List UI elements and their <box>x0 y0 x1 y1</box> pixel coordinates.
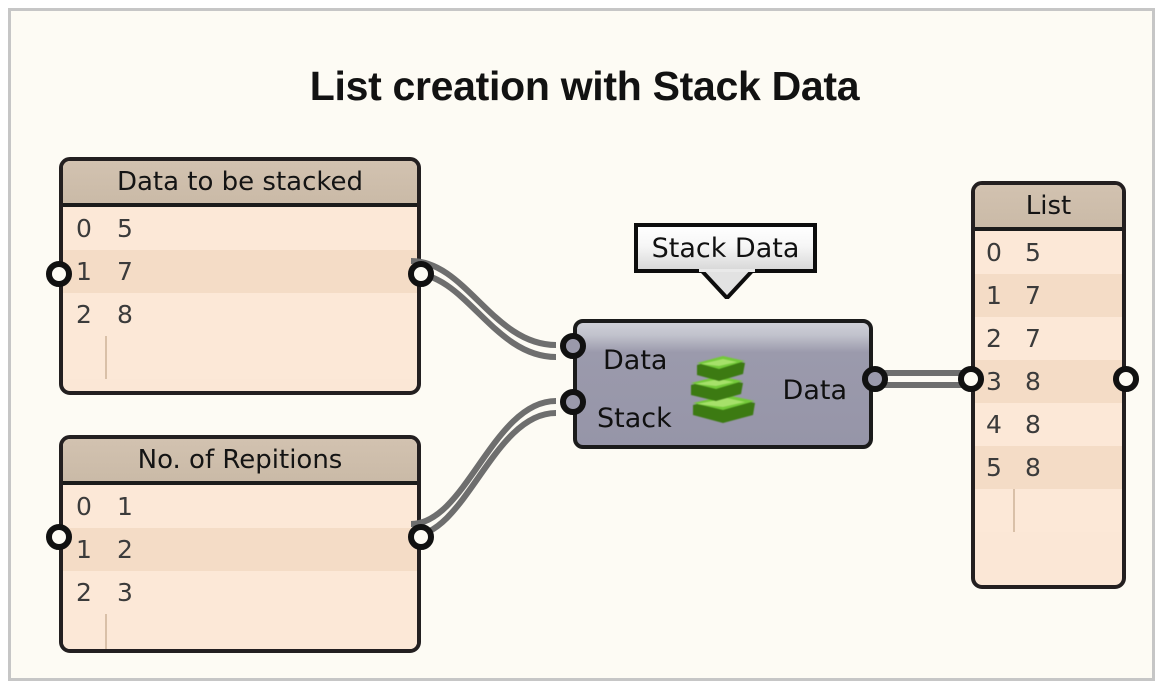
row-value: 8 <box>1025 410 1041 439</box>
row-value: 1 <box>117 492 133 521</box>
watch-panel-list[interactable]: List 0 5 1 7 2 7 3 8 <box>971 181 1126 589</box>
row-index: 5 <box>986 453 1002 482</box>
row-value: 8 <box>1025 453 1041 482</box>
row-value: 8 <box>1025 367 1041 396</box>
node-input-port-label-data: Data <box>603 345 668 376</box>
port-output-repetitions-panel[interactable] <box>408 524 434 550</box>
page-title: List creation with Stack Data <box>309 63 860 109</box>
table-row: 2 3 <box>63 571 417 614</box>
row-value: 5 <box>1025 238 1041 267</box>
watch-panel-data-to-be-stacked[interactable]: Data to be stacked 0 5 1 7 2 8 <box>59 157 421 395</box>
panel-title: No. of Repitions <box>137 445 343 475</box>
panel-title: List <box>1025 191 1072 221</box>
row-value: 3 <box>117 578 133 607</box>
port-output-data-panel[interactable] <box>408 261 434 287</box>
row-index: 1 <box>76 257 92 286</box>
row-value: 7 <box>1025 324 1041 353</box>
port-input-data-panel[interactable] <box>46 261 72 287</box>
row-value: 2 <box>117 535 133 564</box>
row-index: 2 <box>986 324 1002 353</box>
row-value: 8 <box>117 300 133 329</box>
row-index: 3 <box>986 367 1002 396</box>
table-row-empty <box>63 614 417 649</box>
table-row: 1 7 <box>975 274 1122 317</box>
port-output-list-panel[interactable] <box>1113 366 1139 392</box>
panel-title: Data to be stacked <box>116 167 364 197</box>
port-input-list-panel[interactable] <box>958 366 984 392</box>
row-index: 4 <box>986 410 1002 439</box>
table-row-empty <box>975 489 1122 532</box>
table-row: 5 8 <box>975 446 1122 489</box>
row-index: 2 <box>76 300 92 329</box>
table-row: 1 7 <box>63 250 417 293</box>
row-index: 1 <box>76 535 92 564</box>
row-value: 7 <box>1025 281 1041 310</box>
port-input-repetitions-panel[interactable] <box>46 524 72 550</box>
row-value: 7 <box>117 257 133 286</box>
row-index: 2 <box>76 578 92 607</box>
table-row: 2 8 <box>63 293 417 336</box>
table-row: 1 2 <box>63 528 417 571</box>
table-row: 0 1 <box>63 485 417 528</box>
node-output-port-label-data: Data <box>782 375 847 406</box>
panel-header: List <box>975 185 1122 231</box>
table-row: 0 5 <box>63 207 417 250</box>
port-node-output-data[interactable] <box>862 366 888 392</box>
port-node-input-stack[interactable] <box>560 389 586 415</box>
watch-panel-no-of-repitions[interactable]: No. of Repitions 0 1 1 2 2 3 <box>59 435 421 653</box>
node-stack-data[interactable]: Data Stack Data <box>573 319 873 449</box>
table-row-empty <box>63 336 417 379</box>
row-index: 0 <box>986 238 1002 267</box>
panel-body: 0 1 1 2 2 3 <box>63 485 417 649</box>
node-input-port-label-stack: Stack <box>597 403 672 434</box>
panel-body: 0 5 1 7 2 8 <box>63 207 417 379</box>
row-value: 5 <box>117 214 133 243</box>
diagram-canvas: List creation with Stack Data Data to be… <box>8 8 1155 681</box>
table-row: 3 8 <box>975 360 1122 403</box>
row-index: 0 <box>76 214 92 243</box>
panel-body: 0 5 1 7 2 7 3 8 4 8 <box>975 231 1122 532</box>
table-row: 4 8 <box>975 403 1122 446</box>
tooltip-stack-data: Stack Data <box>634 223 817 273</box>
tooltip-pointer-icon <box>699 269 755 299</box>
port-node-input-data[interactable] <box>560 333 586 359</box>
table-row: 0 5 <box>975 231 1122 274</box>
table-row: 2 7 <box>975 317 1122 360</box>
panel-header: No. of Repitions <box>63 439 417 485</box>
tooltip-label: Stack Data <box>651 232 800 264</box>
row-index: 1 <box>986 281 1002 310</box>
panel-header: Data to be stacked <box>63 161 417 207</box>
stacked-layers-icon <box>691 356 755 423</box>
row-index: 0 <box>76 492 92 521</box>
